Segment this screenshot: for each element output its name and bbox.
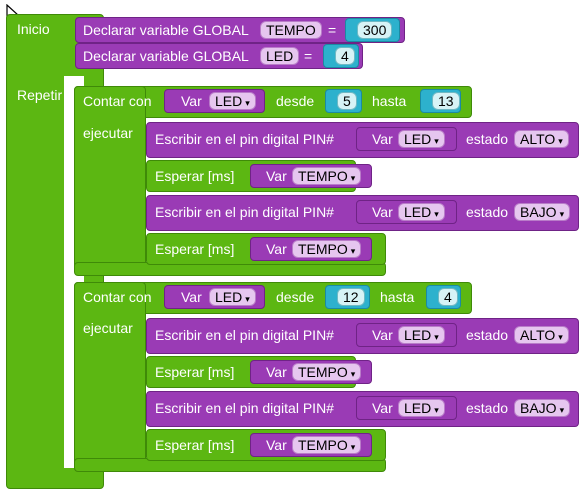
to-number[interactable]: 4 <box>438 288 458 306</box>
esperar-label: Esperar [ms] <box>155 437 235 453</box>
wait-var-dropdown[interactable]: TEMPO▾ <box>292 436 362 454</box>
contar-con-label: Contar con <box>83 93 152 109</box>
inicio-label: Inicio <box>17 21 50 37</box>
dropdown-arrow-icon: ▾ <box>559 209 565 219</box>
dropdown-arrow-icon: ▾ <box>434 332 439 342</box>
number-pill[interactable]: 4 <box>335 47 355 65</box>
declare-label: Declarar variable GLOBAL <box>83 22 249 38</box>
dropdown-arrow-icon: ▾ <box>245 98 250 108</box>
to-number[interactable]: 13 <box>432 92 460 110</box>
loop-body-bar <box>74 282 146 469</box>
state-dropdown[interactable]: BAJO▾ <box>514 203 571 221</box>
esperar-label: Esperar [ms] <box>155 364 235 380</box>
dropdown-arrow-icon: ▾ <box>350 442 356 452</box>
hasta-label: hasta <box>380 289 415 305</box>
var-label: Var <box>372 131 393 147</box>
var-name-pill[interactable]: TEMPO <box>260 21 322 39</box>
var-label: Var <box>266 168 287 184</box>
dropdown-arrow-icon: ▾ <box>350 173 356 183</box>
loop-var-dropdown[interactable]: LED▾ <box>209 288 256 306</box>
var-label: Var <box>266 437 287 453</box>
from-number[interactable]: 5 <box>337 92 357 110</box>
dropdown-arrow-icon: ▾ <box>558 332 563 342</box>
esperar-label: Esperar [ms] <box>155 241 235 257</box>
var-label: Var <box>372 204 393 220</box>
declare-global-led[interactable] <box>75 43 363 69</box>
wait-var-dropdown[interactable]: TEMPO▾ <box>292 363 362 381</box>
desde-label: desde <box>276 289 315 305</box>
estado-label: estado <box>466 400 509 416</box>
estado-label: estado <box>466 327 509 343</box>
var-label: Var <box>372 400 393 416</box>
var-label: Var <box>181 93 202 109</box>
escribir-label: Escribir en el pin digital PIN# <box>155 204 334 220</box>
dropdown-arrow-icon: ▾ <box>245 294 250 304</box>
ejecutar-label: ejecutar <box>83 320 133 336</box>
dropdown-arrow-icon: ▾ <box>558 136 563 146</box>
pin-var-dropdown[interactable]: LED▾ <box>398 326 445 344</box>
declare-label: Declarar variable GLOBAL <box>83 48 249 64</box>
var-label: Var <box>266 241 287 257</box>
escribir-label: Escribir en el pin digital PIN# <box>155 400 334 416</box>
repetir-label: Repetir <box>17 87 63 103</box>
escribir-label: Escribir en el pin digital PIN# <box>155 131 334 147</box>
ejecutar-label: ejecutar <box>83 125 133 141</box>
dropdown-arrow-icon: ▾ <box>350 369 356 379</box>
var-label: Var <box>266 364 287 380</box>
estado-label: estado <box>466 204 509 220</box>
desde-label: desde <box>276 93 315 109</box>
state-dropdown[interactable]: ALTO▾ <box>514 130 569 148</box>
pin-var-dropdown[interactable]: LED▾ <box>398 203 445 221</box>
dropdown-arrow-icon: ▾ <box>434 136 439 146</box>
pin-var-dropdown[interactable]: LED▾ <box>398 399 445 417</box>
dropdown-arrow-icon: ▾ <box>434 209 439 219</box>
digital-write-block[interactable] <box>146 195 579 231</box>
dropdown-arrow-icon: ▾ <box>350 246 356 256</box>
equals-label: = <box>304 48 313 64</box>
state-dropdown[interactable]: BAJO▾ <box>514 399 571 417</box>
escribir-label: Escribir en el pin digital PIN# <box>155 327 334 343</box>
from-number[interactable]: 12 <box>337 288 365 306</box>
var-label: Var <box>181 289 202 305</box>
wait-var-dropdown[interactable]: TEMPO▾ <box>292 167 362 185</box>
pin-var-dropdown[interactable]: LED▾ <box>398 130 445 148</box>
dropdown-arrow-icon: ▾ <box>434 405 439 415</box>
state-dropdown[interactable]: ALTO▾ <box>514 326 569 344</box>
var-label: Var <box>372 327 393 343</box>
wait-var-dropdown[interactable]: TEMPO▾ <box>292 240 362 258</box>
var-name-pill[interactable]: LED <box>260 47 300 65</box>
dropdown-arrow-icon: ▾ <box>559 405 565 415</box>
number-pill[interactable]: 300 <box>357 21 393 39</box>
estado-label: estado <box>466 131 509 147</box>
loop-var-dropdown[interactable]: LED▾ <box>209 92 256 110</box>
esperar-label: Esperar [ms] <box>155 168 235 184</box>
equals-label: = <box>328 22 337 38</box>
loop-body-bar <box>74 86 146 273</box>
hasta-label: hasta <box>372 93 407 109</box>
contar-con-label: Contar con <box>83 289 152 305</box>
